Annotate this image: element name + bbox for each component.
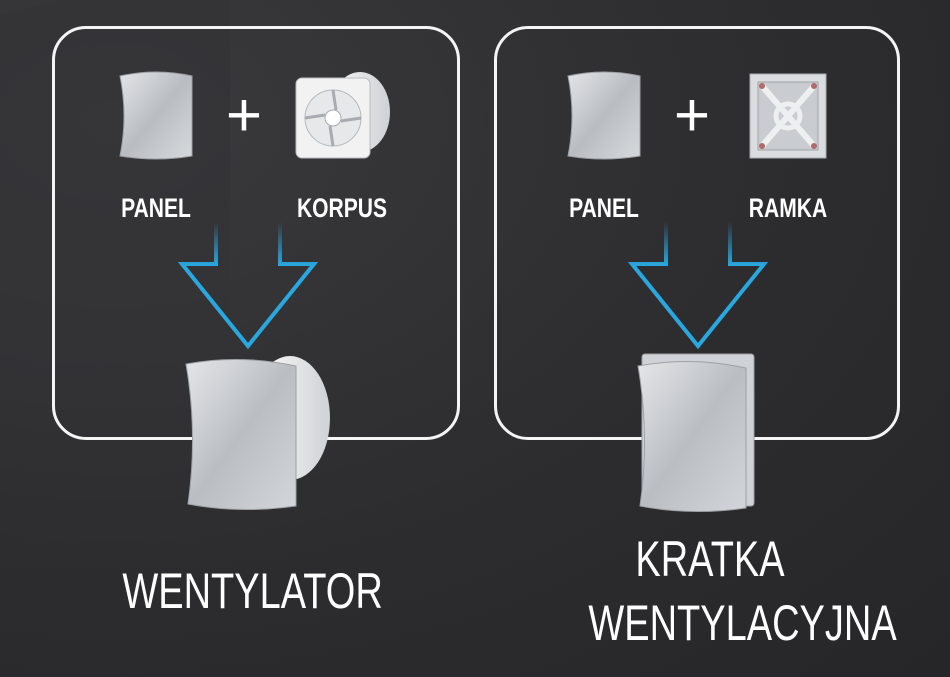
left-item1-label: PANEL (121, 193, 191, 223)
right-operator: + (673, 81, 711, 150)
left-operator: + (225, 81, 263, 150)
kratka-image (637, 353, 755, 513)
left-panel-image (119, 71, 193, 160)
right-arrow-icon (627, 222, 769, 350)
korpus-image (295, 72, 390, 159)
ramka-image (749, 73, 827, 159)
right-item1-label: PANEL (569, 193, 639, 223)
left-arrow-icon (177, 222, 319, 350)
right-panel-image (567, 71, 641, 160)
left-result-label: WENTYLATOR (122, 563, 383, 619)
left-item2-label: KORPUS (296, 193, 388, 223)
right-result-label-line1: KRATKA (635, 531, 785, 587)
right-result-label-line2: WENTYLACYJNA (588, 595, 897, 651)
right-item2-label: RAMKA (748, 193, 828, 223)
wentylator-image (185, 356, 330, 511)
